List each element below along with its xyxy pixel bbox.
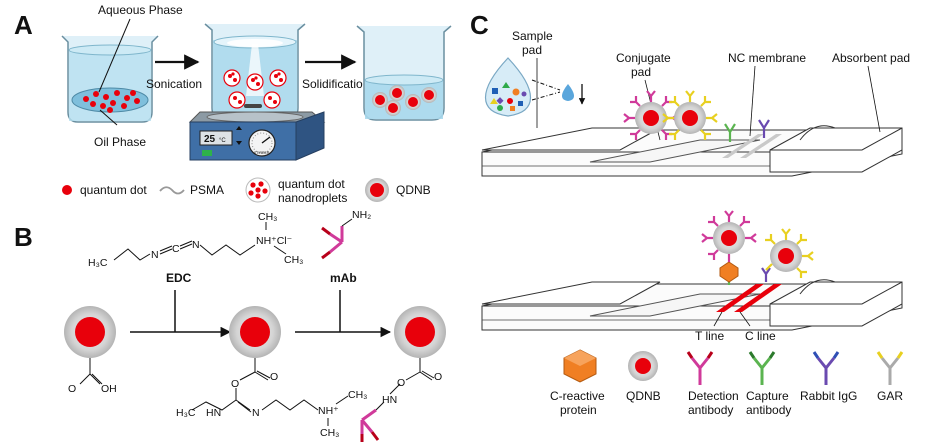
edc-c: C [172, 243, 180, 255]
detection-conjugates-top [623, 90, 718, 140]
product-hn: HN [382, 394, 397, 406]
sample-droplet [484, 57, 532, 117]
legend-detection-1: Detection [688, 389, 739, 403]
panel-a-label: A [14, 10, 33, 40]
aqueous-phase-label: Aqueous Phase [98, 3, 183, 17]
t-line-band [716, 284, 764, 312]
edc-label: EDC [166, 271, 192, 285]
nc-membrane-label: NC membrane [728, 51, 806, 65]
legend-nanodroplet-icon [245, 177, 271, 203]
oil-phase-label: Oil Phase [94, 135, 146, 149]
edc-h3c: H₃C [88, 257, 108, 269]
legend-psma-icon [159, 186, 185, 195]
detection-antibody-icon [686, 351, 714, 385]
oil-pointer [99, 109, 118, 126]
legend-nanodroplets-1: quantum dot [278, 177, 345, 191]
intermediate-hn: HN [206, 407, 221, 419]
legend-c: C-reactive protein QDNB Detection antibo… [550, 349, 904, 417]
legend-qdnb-c: QDNB [626, 389, 661, 403]
edc-n1: N [151, 249, 159, 261]
legend-quantum-dot-icon [62, 185, 72, 195]
legend-qdnb: QDNB [396, 183, 431, 197]
sample-pad-label-1: Sample [512, 29, 553, 43]
qdnb-particles [372, 85, 437, 116]
edc-n2: N [192, 239, 200, 251]
stirrer-temp-unit: °C [219, 138, 226, 144]
legend-psma: PSMA [190, 183, 224, 197]
mab-label: mAb [330, 271, 357, 285]
legend-capture-2: antibody [746, 403, 791, 417]
edc-ch3-bottom: CH₃ [284, 254, 303, 266]
legend-crp-2: protein [560, 403, 597, 417]
edc-structure [113, 222, 287, 261]
beaker-sonication [204, 23, 306, 119]
acid-oh: OH [101, 383, 117, 395]
legend-detection-2: antibody [688, 403, 733, 417]
sample-pad-label-2: pad [522, 43, 542, 57]
legend-crp-1: C-reactive [550, 389, 605, 403]
panel-c-label: C [470, 10, 489, 40]
rabbit-igg-icon [812, 351, 840, 385]
conjugate-pad-label-2: pad [631, 65, 651, 79]
oil-phase-droplets [83, 90, 140, 113]
dial-label: STIRRER [254, 151, 270, 155]
product-o1: O [397, 377, 405, 389]
power-indicator [202, 150, 212, 156]
capture-antibody-icon [748, 351, 776, 385]
legend-a: quantum dot PSMA quantum dot nanodroplet… [62, 177, 431, 205]
stir-bar [244, 104, 262, 108]
stirrer-temp-value: 25 [204, 134, 216, 145]
absorbent-pad-label: Absorbent pad [832, 51, 910, 65]
magnetic-stirrer: 25 °C STIRRER [188, 111, 326, 161]
panel-c: C [470, 10, 910, 417]
intermediate-o2: O [270, 371, 278, 383]
legend-gar: GAR [877, 389, 903, 403]
c-line-band [734, 284, 782, 312]
mab-nh2: NH₂ [352, 209, 371, 221]
intermediate-o1: O [231, 378, 239, 390]
lateral-flow-strip-bottom [481, 279, 903, 331]
panel-a: A Aqueous Phase Oil Phase Sonication [14, 3, 452, 205]
solidification-label: Solidification [302, 77, 369, 91]
conjugated-antibody-icon [360, 408, 380, 442]
conjugate-pad-label-1: Conjugate [616, 51, 671, 65]
edc-ch3-top: CH₃ [258, 211, 277, 223]
aqueous-pointer [98, 18, 131, 93]
intermediate-h3c: H₃C [176, 407, 196, 419]
capture-antibody-top [724, 123, 736, 142]
edc-nh: NH⁺Cl⁻ [256, 235, 293, 247]
qdnb-intermediate: O O H₃C HN N NH⁺ CH₃ CH₃ [176, 306, 367, 439]
beaker-qdnb [356, 25, 452, 121]
legend-nanodroplets-2: nanodroplets [278, 191, 347, 205]
rabbit-igg-top [758, 119, 770, 138]
product-o2: O [434, 371, 442, 383]
intermediate-n: N [252, 407, 260, 419]
captured-complex [701, 210, 814, 285]
legend-quantum-dot: quantum dot [80, 183, 147, 197]
t-line-label: T line [695, 329, 724, 343]
gar-icon [876, 351, 904, 385]
qdnb-antibody-conjugate: O O HN [360, 306, 446, 442]
lateral-flow-strip-top [481, 125, 903, 177]
intermediate-nh: NH⁺ [318, 405, 339, 417]
crp-icon [563, 349, 597, 383]
panel-b: B H₃C N C N NH⁺Cl⁻ CH₃ CH₃ EDC NH₂ [14, 209, 446, 442]
intermediate-ch3-bottom: CH₃ [320, 427, 339, 439]
acid-o: O [68, 383, 76, 395]
intermediate-ch3-right: CH₃ [348, 389, 367, 401]
drop-icon [562, 84, 574, 101]
beaker-oil-aqueous [61, 35, 159, 123]
qdnb-carboxyl: O OH [64, 306, 117, 395]
legend-rabbit-igg: Rabbit IgG [800, 389, 857, 403]
panel-b-label: B [14, 222, 33, 252]
legend-capture-1: Capture [746, 389, 789, 403]
c-line-label: C line [745, 329, 776, 343]
temp-adjust-icon [236, 126, 242, 145]
sonication-label: Sonication [146, 77, 202, 91]
nanodroplets [223, 69, 287, 109]
mab-icon [321, 218, 353, 260]
